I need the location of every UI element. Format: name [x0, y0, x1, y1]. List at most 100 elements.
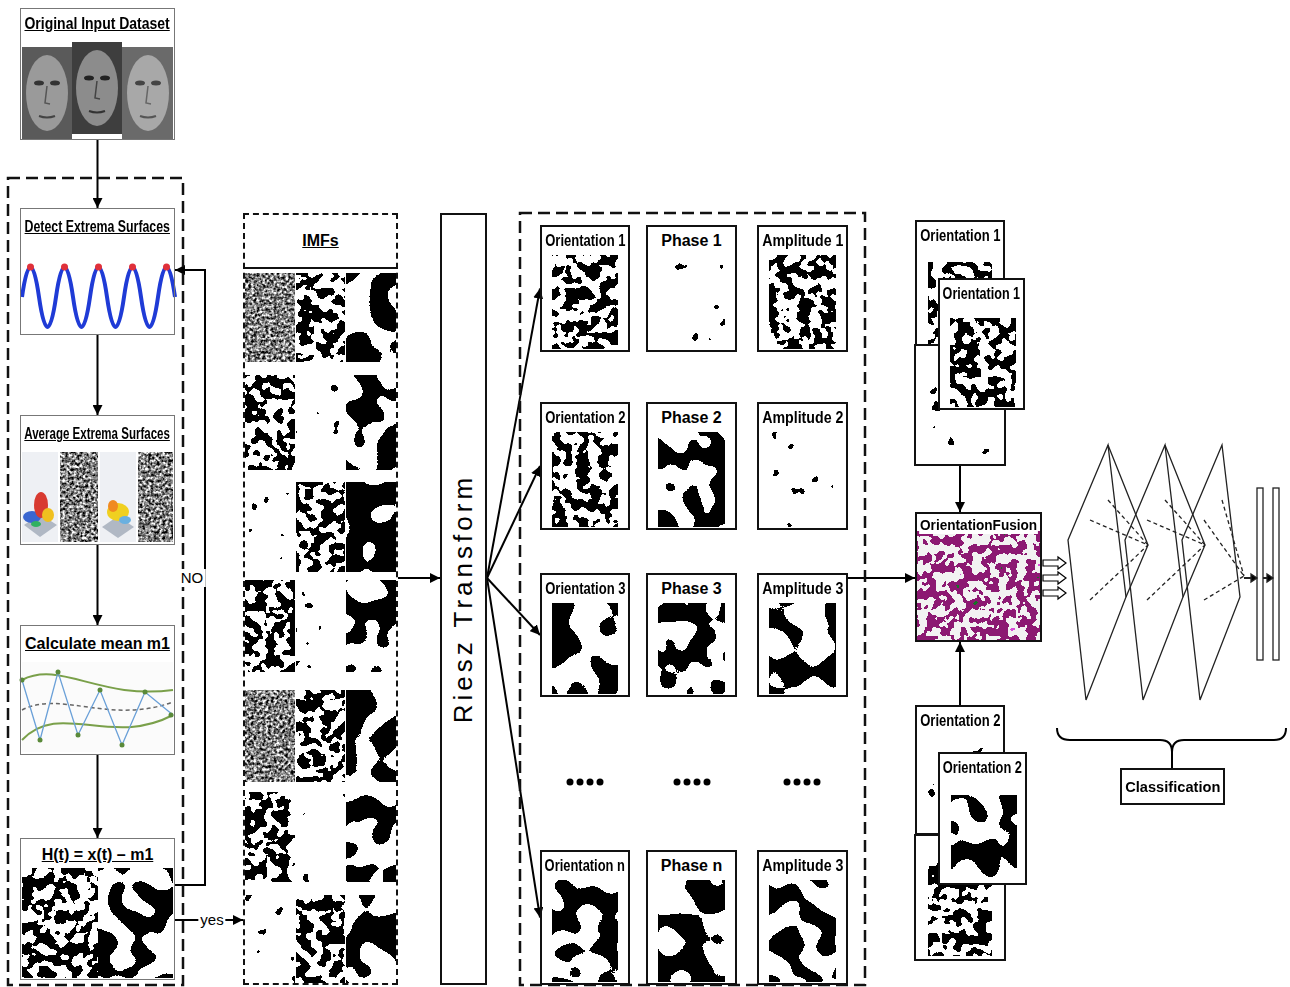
- card-back: [938, 752, 1027, 885]
- imf-tiles: [346, 375, 396, 470]
- flow-arrow: [97, 755, 99, 838]
- riesz-feature-images: [552, 255, 618, 349]
- feature-cell: Amplitude 3: [757, 573, 848, 697]
- riesz-feature-images: [769, 880, 836, 982]
- cnn-layers: [1068, 445, 1126, 700]
- surface-images: [22, 452, 58, 542]
- card-back: [938, 278, 1025, 410]
- cnn-layers: [1125, 445, 1183, 700]
- imf-tiles: [346, 792, 396, 882]
- surface-images: [119, 516, 131, 524]
- flow-arrow: [97, 545, 99, 625]
- face-photos: [72, 42, 122, 134]
- node-label: Classification: [1124, 778, 1221, 796]
- flow-arrow: [97, 335, 99, 415]
- imf-tiles: [296, 895, 345, 983]
- flow-arrow: [487, 289, 540, 579]
- bracket: [1057, 728, 1286, 768]
- flow-arrow: [487, 578, 540, 918]
- extrema-plot: [95, 264, 102, 271]
- residue-images: [22, 868, 98, 978]
- imf-tiles: [245, 895, 295, 983]
- ellipsis-dots: [684, 779, 691, 786]
- surface-images: [138, 452, 173, 542]
- node-label: Amplitude 3: [761, 579, 844, 598]
- face-photos: [39, 116, 55, 118]
- mean-plot: [143, 690, 148, 695]
- surface-images: [108, 500, 118, 512]
- mean-plot: [38, 738, 43, 743]
- imf-tiles: [243, 268, 398, 983]
- ellipsis-dots: [567, 779, 574, 786]
- imf-tiles: [296, 580, 345, 672]
- transform-box: Riesz Transform: [440, 213, 487, 985]
- feature-cell: Orientation 3: [540, 573, 630, 697]
- imf-tiles: [245, 375, 295, 470]
- ellipsis-dots: [794, 779, 801, 786]
- feature-cell: Amplitude 2: [757, 402, 848, 530]
- face-photos: [22, 47, 72, 139]
- cnn-layers: [1108, 445, 1205, 597]
- mean-plot: [76, 733, 81, 738]
- imf-tiles: [346, 273, 396, 362]
- node-label: Orientation 1: [942, 284, 1021, 303]
- input-arrows: [1043, 587, 1066, 599]
- imf-tiles: [346, 690, 396, 782]
- cnn-layers: [1090, 500, 1148, 600]
- stacked-card: [915, 835, 1005, 960]
- node-label: Orientation 1: [919, 226, 1001, 245]
- riesz-feature-images: [769, 255, 836, 349]
- bracket: [1057, 728, 1286, 752]
- imf-tiles: [245, 482, 295, 572]
- face-photos: [135, 81, 145, 86]
- node-label: Amplitude 3: [761, 856, 844, 875]
- dashed-panel: [520, 213, 865, 985]
- node-label: Orientation 2: [919, 711, 1001, 730]
- imf-tiles: [296, 375, 345, 470]
- riesz-feature-images: [658, 432, 725, 527]
- cnn-layers: [1182, 445, 1240, 700]
- flow-arrow: [487, 466, 540, 578]
- ellipsis-dots: [587, 779, 594, 786]
- process-box: Detect Extrema Surfaces: [20, 208, 175, 335]
- flow-arrow: [175, 270, 205, 885]
- face-photos: [140, 116, 156, 118]
- riesz-feature-images: [552, 432, 618, 527]
- cnn-layers: [1263, 577, 1267, 579]
- fusion-image: [917, 531, 1040, 640]
- cnn-layers: [1204, 500, 1244, 600]
- edge-label: yes: [198, 911, 225, 929]
- flow-arrow: [398, 577, 440, 579]
- cnn-layers: [1267, 574, 1273, 582]
- surface-images: [107, 503, 129, 521]
- extrema-plot: [61, 264, 68, 271]
- surface-images: [60, 452, 98, 542]
- mean-plot: [22, 715, 173, 740]
- node-label: Phase 2: [660, 408, 722, 427]
- face-photos: [76, 50, 118, 126]
- input-arrows: [1043, 557, 1066, 599]
- surface-images: [100, 452, 136, 542]
- surface-images: [23, 511, 41, 523]
- face-photos: [26, 55, 68, 131]
- feature-cell: Amplitude 1: [757, 225, 848, 352]
- riesz-feature-images: [769, 603, 836, 694]
- feature-card: Orientation 1: [938, 278, 1025, 410]
- face-photos: [50, 81, 60, 86]
- result-box: H(t) = x(t) – m1: [20, 838, 175, 980]
- vertical-label: Riesz Transform: [448, 473, 479, 724]
- riesz-feature-images: [658, 255, 725, 349]
- output-box: Classification: [1120, 768, 1225, 805]
- node-label: IMFs: [301, 231, 339, 250]
- mean-plot: [56, 670, 61, 675]
- node-label: Orientation 2: [544, 408, 626, 427]
- mean-plot: [22, 672, 173, 745]
- node-label: Phase 1: [660, 231, 722, 250]
- process-box: Average Extrema Surfaces: [20, 415, 175, 545]
- flow-arrow: [97, 140, 99, 208]
- edge-label-text: NO: [181, 569, 204, 586]
- face-photos: [127, 55, 169, 131]
- mean-plot: [20, 670, 174, 748]
- dashed-panel: [8, 178, 183, 985]
